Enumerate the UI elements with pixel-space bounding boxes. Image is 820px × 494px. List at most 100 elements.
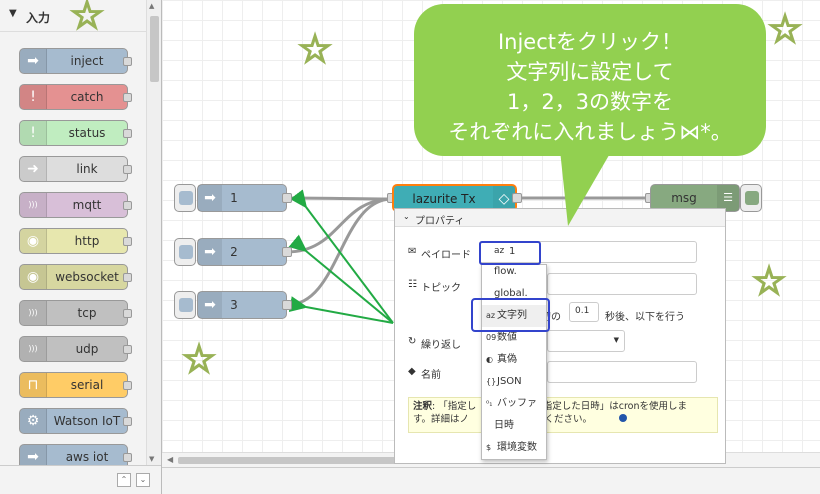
output-port[interactable] [512, 193, 522, 203]
palette-node-label: serial [70, 378, 104, 392]
expand-all-button[interactable]: ⌄ [136, 473, 150, 487]
palette-node-http[interactable]: ◉ http [19, 228, 132, 254]
dropdown-option[interactable]: {}JSON [482, 371, 546, 393]
collapse-all-button[interactable]: ⌃ [117, 473, 131, 487]
diamond-icon: ◇ [493, 186, 515, 212]
repeat-icon: ↻ [408, 336, 417, 347]
string-option-highlight-box [471, 298, 550, 332]
once-delay-input[interactable]: 0.1 [569, 302, 599, 322]
palette-node-tcp[interactable]: ))) tcp [19, 300, 132, 326]
output-port[interactable] [282, 247, 292, 257]
flow-node-debug[interactable]: msg ☰ [650, 184, 740, 212]
palette-node-watson-iot[interactable]: ⚙ Watson IoT [19, 408, 132, 434]
flow-node-inject-3[interactable]: ➡ 3 [197, 291, 287, 319]
type-icon: az [486, 311, 496, 320]
star-decoration-icon: ☆ [751, 259, 787, 303]
once-after-suffix: 秒後、以下を行う [605, 312, 685, 323]
chip-icon: ⚙ [20, 409, 47, 433]
workspace-footer [162, 467, 820, 494]
output-port[interactable] [282, 300, 292, 310]
node-palette: ▼ 入力 ➡inject! catch !status ➜link )))mqtt ◉ ht… [0, 0, 162, 494]
arrow-right-icon: ➡ [20, 445, 47, 465]
dropdown-option-label: JSON [497, 376, 522, 387]
palette-node-serial[interactable]: ⊓serial [19, 372, 132, 398]
dropdown-option-label: 数値 [497, 332, 517, 343]
properties-header[interactable]: ⌄ プロパティ [395, 209, 725, 227]
output-port [123, 309, 132, 318]
palette-node-label: http [74, 234, 100, 248]
palette-scroll-thumb[interactable] [150, 16, 159, 82]
envelope-icon: ✉ [408, 246, 417, 257]
palette-node-link[interactable]: ➜link [19, 156, 132, 182]
output-port[interactable] [282, 193, 292, 203]
callout-line: 1，2，3の数字を [506, 90, 674, 114]
flow-node-inject-2[interactable]: ➡ 2 [197, 238, 287, 266]
palette-node-udp[interactable]: )))udp [19, 336, 132, 362]
workspace-scroll-thumb[interactable] [178, 457, 608, 464]
palette-node-label: catch [70, 90, 104, 104]
palette-node-label: aws iot [65, 450, 109, 464]
dropdown-option[interactable]: 日時 [482, 415, 546, 437]
debug-toggle-button[interactable] [740, 184, 762, 212]
globe-icon: ◉ [20, 229, 47, 253]
palette-node-label: Watson IoT [53, 414, 121, 428]
payload-input[interactable]: az 1 [479, 241, 697, 263]
output-port [123, 129, 132, 138]
palette-node-label: tcp [77, 306, 97, 320]
repeat-select[interactable]: ▼ [547, 330, 625, 352]
inject-trigger-button[interactable] [174, 291, 196, 319]
inject-trigger-button[interactable] [174, 238, 196, 266]
dropdown-option[interactable]: 09数値 [482, 327, 546, 349]
dropdown-option-label: バッファ [497, 398, 537, 409]
arrow-right-icon: ➡ [198, 185, 222, 211]
note-text: 時」と「指定した日時」はcronを使用しま [504, 401, 688, 412]
payload-highlight-box [479, 241, 541, 265]
palette-node-aws-iot[interactable]: ➡ aws iot [19, 444, 132, 465]
callout-line: 文字列に設定して [506, 60, 674, 84]
callout-line: Injectをクリック！ [497, 30, 683, 54]
dropdown-option[interactable]: $環境変数 [482, 437, 546, 459]
topic-input[interactable] [547, 273, 697, 295]
flow-node-inject-1[interactable]: ➡ 1 [197, 184, 287, 212]
star-decoration-icon: ☆ [69, 0, 105, 37]
palette-node-websocket[interactable]: ◉websocket [19, 264, 132, 290]
scroll-left-icon[interactable]: ◀ [167, 455, 174, 464]
dropdown-option[interactable]: global. [482, 283, 546, 305]
palette-node-mqtt[interactable]: )))mqtt [19, 192, 132, 218]
dropdown-option[interactable]: flow. [482, 261, 546, 283]
type-icon: 09 [486, 333, 497, 342]
dropdown-option-label: 文字列 [497, 310, 527, 321]
exclamation-icon: ! [20, 85, 47, 109]
cursor-dot [619, 414, 627, 422]
repeat-label: 繰り返し [421, 340, 461, 351]
topic-label: トピック [421, 283, 461, 294]
name-input[interactable] [547, 361, 697, 383]
properties-header-title: プロパティ [415, 216, 465, 227]
palette-node-catch[interactable]: ! catch [19, 84, 132, 110]
tasks-icon: ☷ [408, 279, 417, 290]
cron-note: 注釈: 「指定し 時」と「指定した日時」はcronを使用しま す。詳細はノ を確… [408, 397, 718, 433]
scroll-up-icon[interactable]: ▲ [149, 2, 155, 10]
palette-node-inject[interactable]: ➡inject [19, 48, 132, 74]
flow-node-label: msg [671, 191, 697, 205]
flow-node-label: 3 [230, 298, 238, 312]
list-icon: ☰ [717, 185, 739, 211]
palette-category-header[interactable]: ▼ 入力 [0, 0, 146, 32]
palette-footer: ⌃ ⌄ [0, 465, 161, 494]
once-after-prefix: 初の [541, 312, 561, 323]
star-decoration-icon: ☆ [181, 337, 217, 381]
scroll-down-icon[interactable]: ▼ [149, 455, 155, 463]
type-icon: ◐ [486, 355, 493, 364]
output-port [123, 417, 132, 426]
dropdown-option-label: 真偽 [497, 354, 517, 365]
palette-node-status[interactable]: !status [19, 120, 132, 146]
flow-node-label: 2 [230, 245, 238, 259]
dropdown-option[interactable]: ◐ 真偽 [482, 349, 546, 371]
output-port [123, 237, 132, 246]
palette-scrollbar[interactable]: ▲ ▼ [146, 0, 161, 465]
inject-trigger-button[interactable] [174, 184, 196, 212]
wireless-icon: ))) [20, 301, 47, 325]
